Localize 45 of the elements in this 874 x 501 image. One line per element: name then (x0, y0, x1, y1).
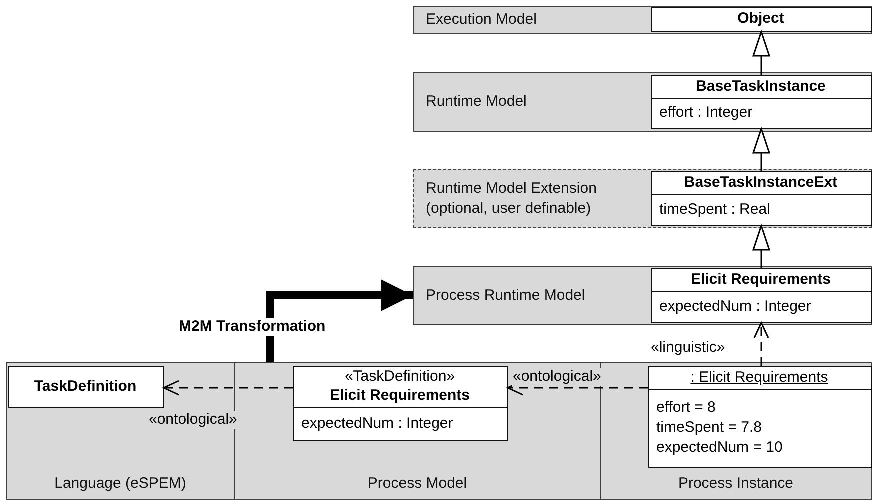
model-layer-band (413, 6, 872, 34)
dependency-arrow (754, 322, 770, 366)
class-name: : Elicit Requirements (690, 368, 828, 386)
layer-label: Process Model (368, 474, 468, 493)
layer-label: Process Instance (678, 474, 794, 493)
class-box (650, 74, 872, 128)
model-layer-band (413, 72, 872, 132)
model-layer-band (413, 169, 872, 228)
edge-label: M2M Transformation (178, 318, 327, 336)
layer-label: Runtime Model Extension (optional, user definable) (426, 179, 598, 218)
attribute-text: effort = 8 (656, 398, 717, 418)
class-box (650, 268, 872, 322)
attribute-text: expectedNum = 10 (656, 438, 784, 458)
class-name: Object (738, 9, 784, 28)
attribute-text: timeSpent = 7.8 (656, 418, 763, 438)
attribute-text: expectedNum : Integer (302, 414, 454, 434)
layer-label: Execution Model (426, 10, 537, 30)
class-box (8, 366, 164, 408)
layer-label: Process Runtime Model (426, 286, 586, 306)
class-name: Elicit Requirements (330, 386, 470, 404)
attribute-text: timeSpent : Real (660, 200, 772, 220)
stereotype-label: «TaskDefinition» (344, 368, 456, 386)
class-name: Elicit Requirements (690, 270, 832, 288)
generalization-arrow (752, 128, 770, 171)
class-name: BaseTaskInstance (696, 76, 826, 96)
dependency-arrow (163, 380, 293, 396)
edge-label: «linguistic» (650, 339, 726, 357)
attribute-text: effort : Integer (660, 103, 754, 123)
attribute-text: expectedNum : Integer (660, 296, 812, 316)
generalization-arrow (752, 31, 770, 75)
model-layer-band (413, 266, 872, 325)
generalization-arrow (752, 225, 770, 268)
model-layer-band (6, 362, 235, 500)
edge-label: «ontological» (148, 411, 238, 429)
transformation-arrow (266, 280, 413, 362)
layer-label: Runtime Model (426, 92, 527, 112)
class-box (650, 6, 872, 32)
class-name: TaskDefinition (34, 376, 137, 396)
object-box (648, 366, 872, 468)
model-layer-band (600, 362, 872, 500)
layer-label: Language (eSPEM) (54, 474, 186, 493)
class-box (292, 366, 508, 440)
edge-label: «ontological» (512, 368, 602, 386)
class-box (650, 170, 872, 226)
class-name: BaseTaskInstanceExt (684, 172, 838, 192)
